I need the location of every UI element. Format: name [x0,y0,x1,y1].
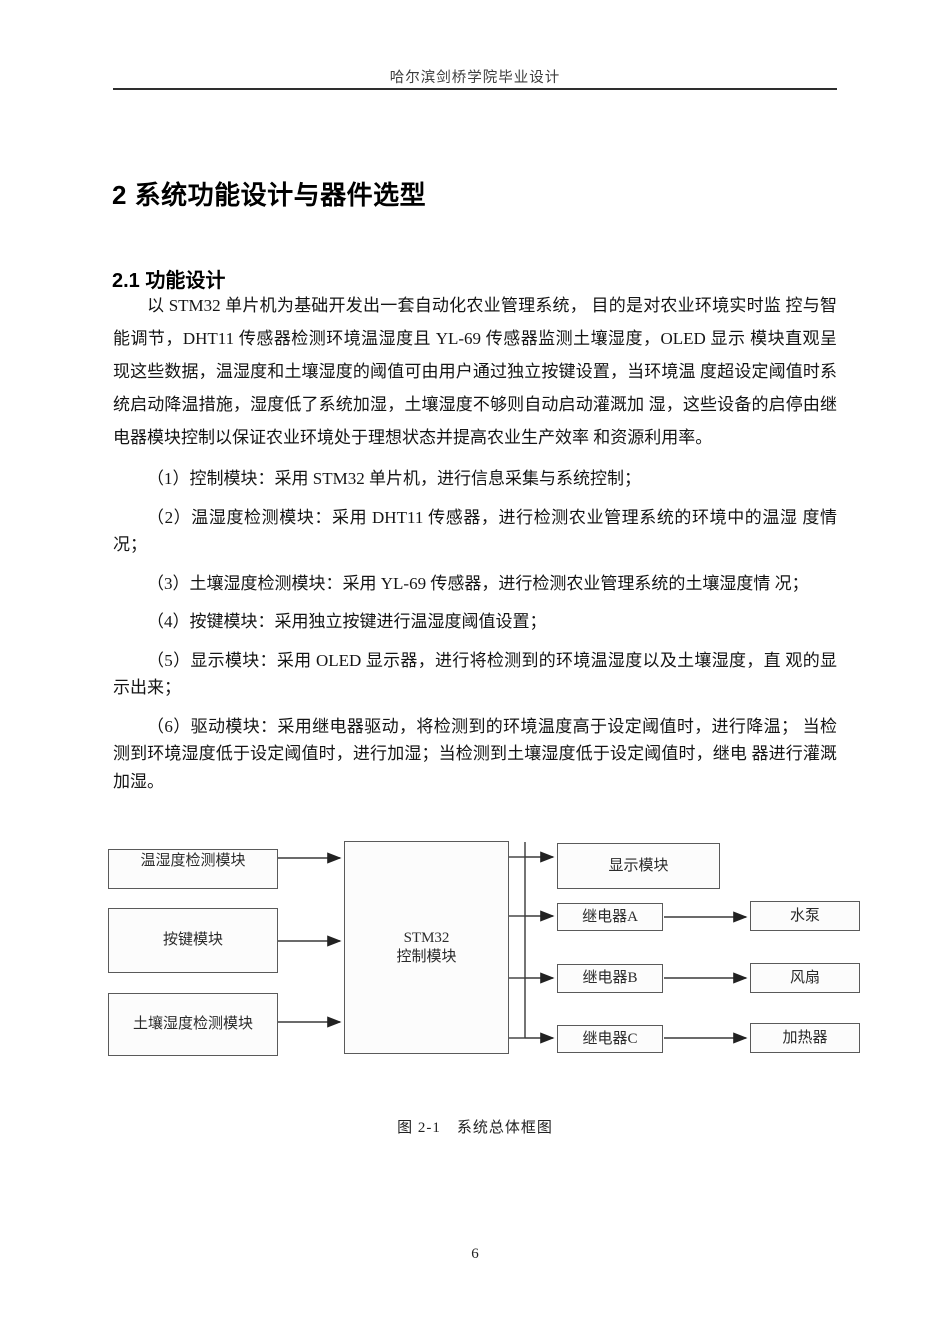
box-display-module: 显示模块 [557,843,720,889]
list-item-2: （2）温湿度检测模块：采用 DHT11 传感器，进行检测农业管理系统的环境中的温… [113,507,837,555]
diagram-connectors [278,842,748,1044]
list-item-1: （1）控制模块：采用 STM32 单片机，进行信息采集与系统控制； [147,469,641,488]
box-relay-b: 继电器B [557,964,663,993]
box-fan: 风扇 [750,963,860,993]
list-item-6: （6）驱动模块：采用继电器驱动，将检测到的环境温度高于设定阈值时，进行降温； 当… [113,716,837,791]
chapter-title: 2 系统功能设计与器件选型 [112,180,427,211]
stm32-label-line1: STM32 [403,929,450,946]
section-title: 2.1 功能设计 [112,269,226,292]
box-relay-a: 继电器A [557,903,663,931]
intro-paragraph: 以 STM32 单片机为基础开发出一套自动化农业管理系统， 目的是对农业环境实时… [113,296,837,447]
system-block-diagram: 温湿度检测模块 按键模块 土壤湿度检测模块 STM32 控制模块 显示模块 继电… [105,838,865,1064]
header-divider [113,88,837,90]
list-item-4: （4）按键模块：采用独立按键进行温湿度阈值设置； [147,612,547,631]
list-item-3: （3）土壤湿度检测模块：采用 YL-69 传感器，进行检测农业管理系统的土壤湿度… [147,573,809,593]
list-item-5: （5）显示模块：采用 OLED 显示器，进行将检测到的环境温湿度以及土壤湿度，直… [113,650,837,698]
box-water-pump: 水泵 [750,901,860,931]
page-header: 哈尔滨剑桥学院毕业设计 [389,70,561,86]
box-temp-humidity-module: 温湿度检测模块 [108,849,278,889]
box-soil-moisture-module: 土壤湿度检测模块 [108,993,278,1056]
box-relay-c: 继电器C [557,1025,663,1053]
stm32-label-line2: 控制模块 [396,948,457,965]
body-text: 以 STM32 单片机为基础开发出一套自动化农业管理系统， 目的是对农业环境实时… [113,289,837,795]
page-number: 6 [471,1246,479,1262]
box-key-module: 按键模块 [108,908,278,973]
box-heater: 加热器 [750,1023,860,1053]
figure-caption: 图 2-1 系统总体框图 [397,1120,553,1136]
box-stm32-control-module: STM32 控制模块 [344,841,509,1054]
